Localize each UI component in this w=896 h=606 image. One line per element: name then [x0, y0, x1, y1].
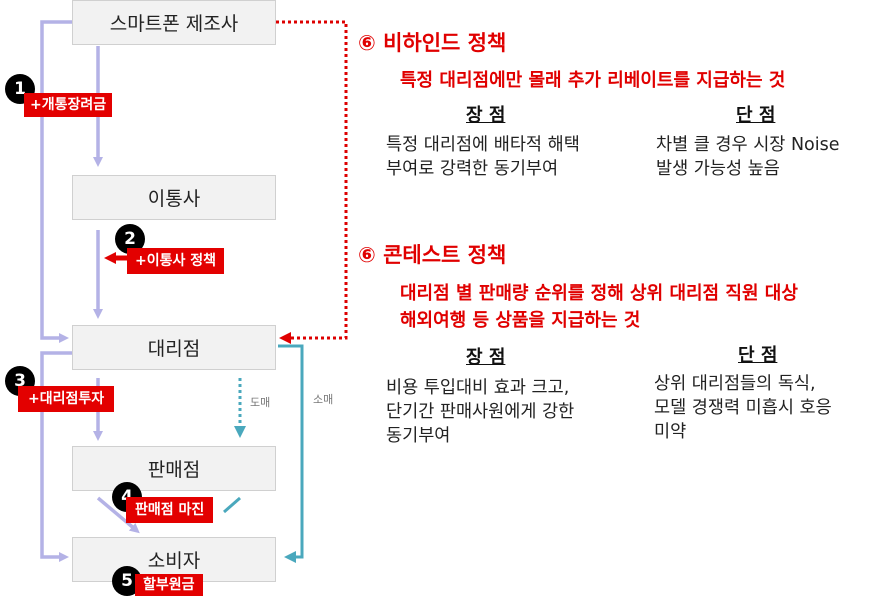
arrow-maker-to-agency [40, 20, 72, 343]
arrow-retailer-to-consumer [96, 496, 140, 534]
maker-box: 스마트폰 제조사 [72, 0, 276, 45]
wholesale-label: 도매 [250, 396, 271, 409]
step-2-tag: +이통사 정책 [127, 248, 225, 274]
arrow-retail [278, 344, 304, 563]
section-behind-subtitle: 특정 대리점에만 몰래 추가 리베이트를 지급하는 것 [400, 70, 786, 91]
arrow-retailer-teal [223, 496, 241, 514]
carrier-box: 이통사 [72, 175, 276, 220]
section-contest-pros-label: 장 점 [466, 347, 506, 368]
section-behind-cons-label: 단 점 [736, 105, 776, 126]
section-contest-subtitle: 대리점 별 판매량 순위를 정해 상위 대리점 직원 대상 해외여행 등 상품을… [400, 283, 798, 331]
retailer-label: 판매점 [147, 459, 201, 481]
arrow-behind-policy [276, 20, 348, 344]
section-behind-pros: 특정 대리점에 배타적 해택 부여로 강력한 동기부여 [386, 135, 580, 179]
step-1-tag: +개통장려금 [24, 93, 113, 117]
step-4-tag: 판매점 마진 [126, 497, 214, 523]
section-behind-pros-label: 장 점 [466, 105, 506, 126]
section-behind-title: ⑥ 비하인드 정책 [358, 31, 507, 55]
section-contest-cons-label: 단 점 [738, 345, 778, 366]
section-contest-pros: 비용 투입대비 효과 크고, 단기간 판매사원에게 강한 동기부여 [386, 378, 575, 446]
arrow-agency-to-consumer [40, 351, 72, 562]
consumer-label: 소비자 [147, 550, 201, 572]
retail-label: 소매 [313, 393, 334, 406]
step-3-tag: +대리점투자 [18, 386, 115, 412]
maker-label: 스마트폰 제조사 [109, 13, 239, 35]
carrier-label: 이통사 [147, 188, 201, 210]
section-contest-title: ⑥ 콘테스트 정책 [358, 243, 507, 267]
agency-box: 대리점 [72, 325, 276, 370]
retailer-box: 판매점 [72, 446, 276, 491]
agency-label: 대리점 [147, 338, 201, 360]
step-5-tag: 할부원금 [135, 574, 203, 596]
section-contest-cons: 상위 대리점들의 독식, 모델 경쟁력 미흡시 호응 미약 [654, 374, 832, 442]
section-behind-cons: 차별 클 경우 시장 Noise 발생 가능성 높음 [656, 135, 840, 179]
